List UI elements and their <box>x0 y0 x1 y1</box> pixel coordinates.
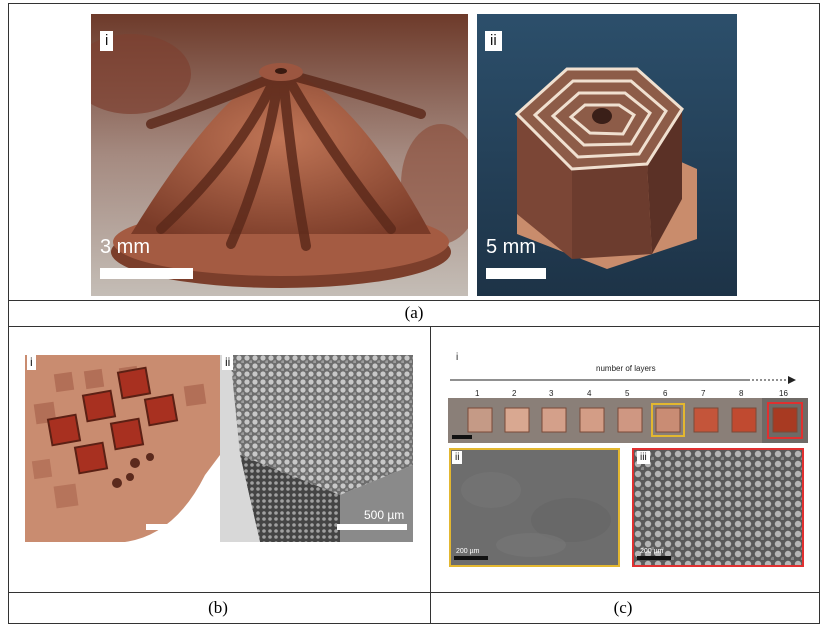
panel-b-ii-scale-label: 500 µm <box>364 508 405 522</box>
panel-a-i-label: i <box>100 31 114 51</box>
tick-layer-8: 8 <box>739 389 744 398</box>
panel-b-ii-label: ii <box>222 355 234 370</box>
tick-layer-2: 2 <box>512 389 517 398</box>
layer-strip-illustration <box>448 398 808 443</box>
caption-c: (c) <box>613 598 633 617</box>
impeller-photo <box>91 14 468 296</box>
tick-layer-6: 6 <box>663 389 668 398</box>
caption-a: (a) <box>404 303 424 322</box>
panel-a-ii-scale-label: 5 mm <box>486 236 536 258</box>
tick-layer-1: 1 <box>475 389 480 398</box>
tick-layer-4: 4 <box>587 389 592 398</box>
sem-illustration-b <box>220 355 413 542</box>
panel-b-i-label: i <box>27 355 36 370</box>
tick-layer-5: 5 <box>625 389 630 398</box>
panel-c-iii-label: iii <box>637 451 650 464</box>
panel-c-ii-scale-bar <box>454 556 488 560</box>
caption-row-bc <box>8 592 820 624</box>
sem-photo-c-iii <box>632 448 804 567</box>
panel-b-i-scale-bar <box>146 524 212 530</box>
panel-a-i-scale-label: 3 mm <box>100 236 150 258</box>
panel-a-ii-label: ii <box>485 31 502 51</box>
panel-b-i-scale-label: 5 mm <box>182 508 212 522</box>
panel-a-ii-scale-bar <box>486 268 546 279</box>
sem-illustration-c-ii <box>451 450 618 565</box>
tick-layer-7: 7 <box>701 389 706 398</box>
panel-c-ii-scale-label: 200 µm <box>456 548 480 555</box>
electrode-array-illustration <box>25 355 220 542</box>
impeller-illustration <box>91 14 468 296</box>
panel-c-iii-scale-label: 200 µm <box>640 548 664 555</box>
panel-a-i-scale-bar <box>100 268 193 279</box>
sem-illustration-c-iii <box>634 450 802 565</box>
caption-b: (b) <box>208 598 228 617</box>
sem-photo-c-ii <box>449 448 620 567</box>
layer-strip-photo <box>448 398 808 443</box>
panel-b-ii-scale-bar <box>337 524 407 530</box>
column-divider <box>430 326 431 624</box>
panel-c-ii-label: ii <box>452 451 463 464</box>
panel-c-iii-scale-bar <box>637 556 671 560</box>
sem-photo-b <box>220 355 413 542</box>
tick-layer-3: 3 <box>549 389 554 398</box>
panel-c-i-label: i <box>456 352 459 363</box>
electrode-array-photo <box>25 355 220 542</box>
tick-layer-16: 16 <box>779 389 788 398</box>
axis-label-number-of-layers: number of layers <box>596 364 656 373</box>
hexagon-photo <box>477 14 737 296</box>
caption-row-a <box>8 300 820 327</box>
layer-axis <box>450 376 796 384</box>
hexagon-illustration <box>477 14 737 296</box>
